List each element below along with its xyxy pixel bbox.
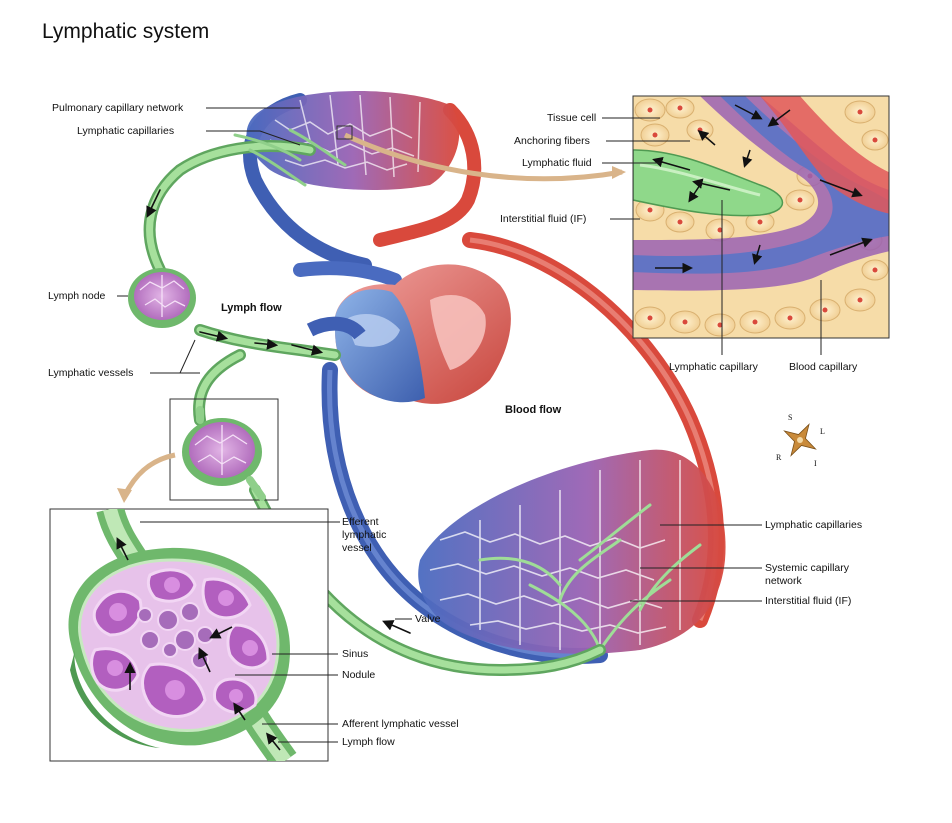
- lymphatic-capillary: [633, 149, 783, 217]
- label-lymph-flow: Lymph flow: [221, 302, 282, 314]
- label-lymph-flow-inset: Lymph flow: [342, 736, 395, 748]
- magnify-connectors: [117, 125, 626, 503]
- compass-s: S: [788, 413, 792, 422]
- node-inset: [49, 508, 329, 762]
- lymph-node-small: [169, 398, 279, 501]
- compass-i: I: [814, 459, 817, 468]
- label-valve: Valve: [415, 613, 441, 625]
- label-nodule: Nodule: [342, 669, 375, 681]
- flow-arrow: [382, 620, 411, 634]
- label-pulmonary-capillary-network: Pulmonary capillary network: [52, 102, 184, 114]
- label-efferent-3: vessel: [342, 542, 372, 554]
- label-anchoring-fibers: Anchoring fibers: [514, 135, 590, 147]
- label-lymphatic-capillaries-right: Lymphatic capillaries: [765, 519, 862, 531]
- tissue-inset: [632, 95, 890, 339]
- label-blood-capillary: Blood capillary: [789, 361, 858, 373]
- compass-r: R: [776, 453, 782, 462]
- label-systemic-capillary-2: network: [765, 575, 803, 587]
- pulmonary-vein-red: [373, 103, 482, 247]
- heart: [306, 264, 511, 404]
- label-sinus: Sinus: [342, 648, 368, 660]
- circulation: [243, 91, 726, 664]
- label-efferent-2: lymphatic: [342, 529, 386, 541]
- label-lymphatic-capillaries-top: Lymphatic capillaries: [77, 125, 174, 137]
- flow-arrow: [291, 344, 324, 356]
- magnify-source-box: [336, 125, 353, 140]
- leader-lines: [117, 107, 822, 743]
- label-tissue-cell: Tissue cell: [547, 112, 596, 124]
- flow-arrow: [254, 338, 279, 350]
- label-lymph-node: Lymph node: [48, 290, 106, 302]
- flow-arrow: [146, 189, 161, 218]
- lymph-node: [128, 268, 196, 328]
- label-interstitial-fluid-top: Interstitial fluid (IF): [500, 213, 586, 225]
- label-lymphatic-vessels: Lymphatic vessels: [48, 367, 133, 379]
- compass-l: L: [820, 427, 825, 436]
- inset-source-box: [169, 398, 279, 501]
- labels: Pulmonary capillary network Lymphatic ca…: [48, 102, 862, 748]
- systemic-capillary-network: [418, 449, 726, 654]
- page-title: Lymphatic system: [42, 20, 210, 43]
- flow-arrow: [199, 330, 229, 342]
- orientation-compass: S L R I: [776, 413, 825, 468]
- label-interstitial-fluid-right: Interstitial fluid (IF): [765, 595, 851, 607]
- label-afferent-lymphatic-vessel: Afferent lymphatic vessel: [342, 718, 459, 730]
- label-lymphatic-capillary: Lymphatic capillary: [669, 361, 759, 373]
- label-blood-flow: Blood flow: [505, 404, 562, 416]
- label-lymphatic-fluid: Lymphatic fluid: [522, 157, 592, 169]
- label-efferent-1: Efferent: [342, 516, 379, 528]
- label-systemic-capillary-1: Systemic capillary: [765, 562, 850, 574]
